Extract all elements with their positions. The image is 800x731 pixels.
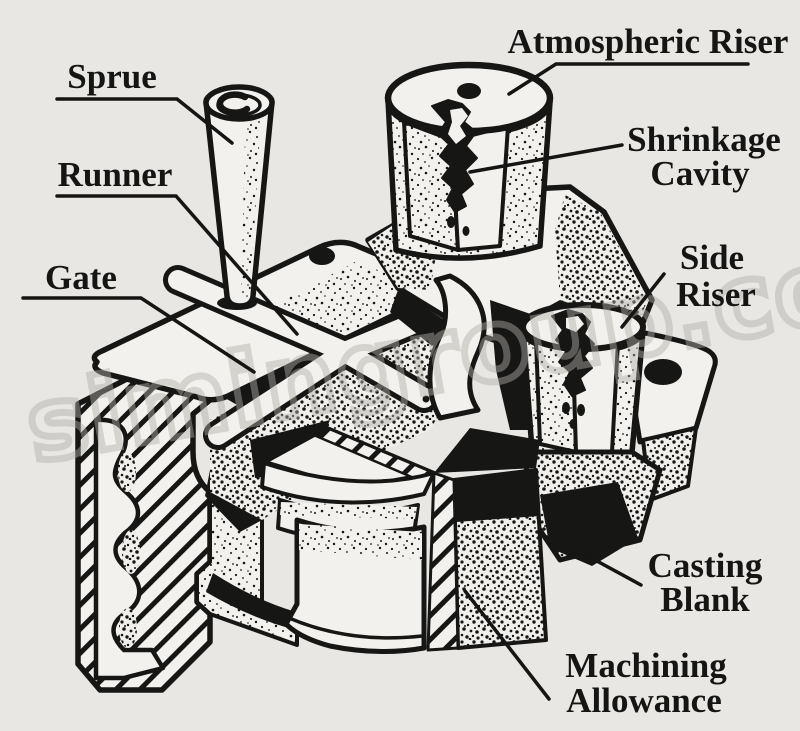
casting-blank-leader — [582, 552, 643, 587]
casting-blank-shape — [260, 426, 548, 655]
label-side: Side — [680, 238, 744, 277]
label-blank: Blank — [660, 580, 750, 619]
sprue-leader — [55, 97, 234, 145]
side-shrinkage-cavity-shape — [551, 309, 595, 397]
label-gate: Gate — [45, 258, 117, 297]
casting-profile-section — [93, 417, 166, 681]
atmospheric-riser-leader — [507, 62, 750, 96]
label-cavity: Cavity — [650, 154, 750, 193]
part-labels: Sprue Runner Gate Atmospheric Riser Shri… — [45, 22, 788, 720]
atmospheric-riser-shape — [384, 61, 554, 261]
sprue-shape — [203, 84, 275, 310]
machining-allowance-rim — [287, 616, 424, 640]
label-sprue: Sprue — [67, 57, 156, 96]
riser-vent-hole — [457, 83, 481, 99]
label-riser: Riser — [676, 275, 756, 314]
casting-section-hatch — [426, 471, 460, 652]
plate-hole — [309, 247, 335, 265]
label-shrinkage: Shrinkage — [627, 120, 781, 159]
sprue-mouth-shadow — [216, 91, 251, 116]
machining-allowance-leader — [463, 589, 551, 701]
label-atmospheric-riser: Atmospheric Riser — [508, 22, 789, 61]
side-riser-leader — [620, 272, 666, 329]
casting-illustration — [75, 61, 718, 693]
gate-leader — [21, 296, 256, 374]
flange-hole — [644, 359, 682, 385]
leader-lines — [21, 62, 750, 701]
side-riser-flange — [622, 329, 718, 445]
label-runner: Runner — [58, 155, 173, 194]
label-allowance: Allowance — [566, 681, 722, 720]
runner-leader — [55, 194, 299, 336]
label-casting: Casting — [648, 546, 763, 585]
label-machining: Machining — [565, 646, 727, 685]
mold-section-wall — [75, 353, 213, 693]
shrinkage-cavity-leader — [468, 143, 624, 174]
